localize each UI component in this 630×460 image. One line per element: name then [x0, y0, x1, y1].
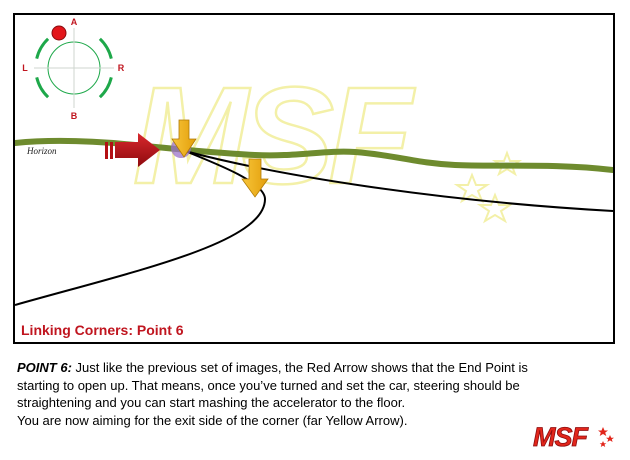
msf-logo-star-3 — [599, 441, 607, 447]
steering-label-left: L — [22, 63, 28, 73]
watermark-star-2 — [476, 192, 514, 224]
msf-logo-star-2 — [606, 435, 614, 442]
watermark-star-1 — [453, 172, 491, 204]
steering-label-right: R — [118, 63, 125, 73]
yellow-arrow-near — [171, 119, 197, 158]
watermark-text: MSF — [133, 59, 416, 213]
road-outer-edge — [184, 150, 613, 212]
corner-diagram: MSF A — [15, 17, 613, 306]
steering-ring-top-right — [98, 37, 113, 60]
caption-lead: POINT 6: — [17, 360, 72, 375]
steering-indicator: A L R B — [22, 17, 125, 121]
road-inner-edge — [15, 150, 267, 306]
msf-logo-star-1 — [598, 427, 608, 436]
msf-logo: MSF — [533, 422, 614, 451]
caption-line-3: straightening and you can start mashing … — [17, 395, 406, 410]
caption-line-1: POINT 6: Just like the previous set of i… — [17, 359, 582, 377]
steering-position-dot — [51, 25, 67, 41]
watermark-star-3 — [491, 150, 523, 177]
caption-line-1-text: Just like the previous set of images, th… — [71, 360, 528, 375]
horizon-label: Horizon — [27, 146, 57, 156]
steering-ring-left-top — [35, 37, 50, 60]
msf-logo-text: MSF — [533, 422, 590, 451]
diagram-panel: MSF A — [13, 13, 615, 344]
panel-title: Linking Corners: Point 6 — [21, 322, 184, 338]
caption-line-2: starting to open up. That means, once yo… — [17, 377, 520, 393]
steering-label-top: A — [71, 17, 78, 27]
steering-ring-bottom-left — [35, 76, 50, 99]
red-arrow — [105, 133, 160, 167]
yellow-arrow-far — [241, 158, 269, 198]
caption-line-4: You are now aiming for the exit side of … — [17, 412, 408, 428]
steering-label-bottom: B — [71, 111, 78, 121]
steering-ring-right-bottom — [98, 76, 113, 99]
caption-text: POINT 6: Just like the previous set of i… — [17, 359, 582, 429]
